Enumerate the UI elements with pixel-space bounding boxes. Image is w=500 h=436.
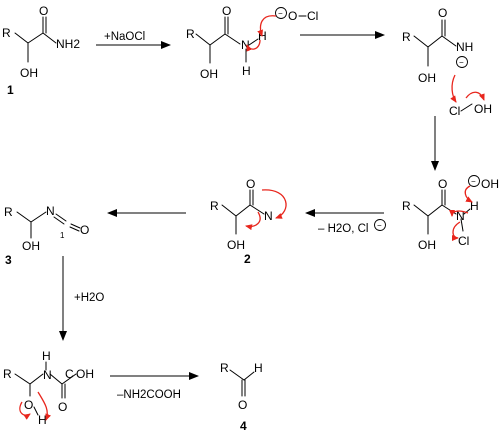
reagent-water: +H2O xyxy=(74,292,104,304)
atom-NH: NH xyxy=(456,40,473,54)
compound-1: R O NH2 OH 1 xyxy=(2,4,80,97)
locant-1: 1 xyxy=(60,231,65,240)
compound-label-3: 3 xyxy=(5,253,12,267)
atom-OH: OH xyxy=(22,239,40,253)
electron-arrow xyxy=(451,221,461,241)
negative-charge-icon xyxy=(456,56,468,68)
atom-R: R xyxy=(2,26,11,40)
negative-charge-icon xyxy=(468,175,480,187)
atom-R: R xyxy=(4,205,13,219)
atom-OH: OH xyxy=(20,66,38,80)
reagent-elimination: – H2O, Cl xyxy=(318,223,369,235)
atom-OH: OH xyxy=(418,71,436,85)
electron-arrow xyxy=(449,209,469,217)
atom-R: R xyxy=(402,30,411,44)
atom-OH: OH xyxy=(200,67,218,81)
atom-O: O xyxy=(222,4,231,18)
atom-Cl: Cl xyxy=(449,104,460,118)
atom-R: R xyxy=(220,361,229,375)
intermediate-hypochlorite-attack: R O N H H OH − O Cl xyxy=(186,4,318,81)
electron-arrow xyxy=(257,15,277,37)
intermediate-carbamic-acid: R H N C OH O O H xyxy=(3,349,94,427)
atom-O: O xyxy=(438,177,447,191)
negative-charge-icon xyxy=(275,7,287,19)
electron-arrow xyxy=(246,39,261,52)
atom-OH: OH xyxy=(418,238,436,252)
atom-O: O xyxy=(246,177,255,191)
atom-NH2: NH2 xyxy=(56,37,80,51)
charge-minus: − xyxy=(377,221,382,230)
negative-charge-icon xyxy=(374,219,386,231)
atom-O: O xyxy=(238,398,247,412)
atom-O: O xyxy=(80,223,89,237)
atom-R: R xyxy=(186,27,195,41)
electron-arrow xyxy=(450,74,457,103)
atom-Cl: Cl xyxy=(307,9,318,23)
atom-R: R xyxy=(210,199,219,213)
electron-arrow xyxy=(464,185,473,203)
compound-label-2: 2 xyxy=(244,252,251,266)
atom-H: H xyxy=(38,413,47,427)
atom-R: R xyxy=(402,199,411,213)
atom-O: O xyxy=(288,9,297,23)
charge-minus: − xyxy=(278,9,283,18)
compound-3-isocyanate: R N 1 O OH 3 xyxy=(4,204,89,267)
intermediate-n-chloroamide: R O N H Cl OH − OH xyxy=(402,175,499,252)
atom-Cl: Cl xyxy=(458,234,469,248)
compound-label-1: 1 xyxy=(7,83,14,97)
electron-arrow xyxy=(19,401,31,420)
charge-minus: − xyxy=(471,177,476,186)
atom-OH: OH xyxy=(481,177,499,191)
atom-R: R xyxy=(3,367,12,381)
atom-N: N xyxy=(43,368,52,382)
atom-H: H xyxy=(470,199,479,213)
charge-minus: − xyxy=(459,58,464,67)
reagent-naocl: +NaOCl xyxy=(104,31,145,43)
electron-arrow xyxy=(245,211,261,231)
compound-4-aldehyde: R H O 4 xyxy=(220,361,263,433)
atom-H: H xyxy=(242,64,251,78)
compound-label-4: 4 xyxy=(240,419,247,433)
atom-H: H xyxy=(258,29,267,43)
electron-arrow xyxy=(37,391,52,421)
atom-H: H xyxy=(42,349,51,363)
atom-N: N xyxy=(241,38,250,52)
atom-H: H xyxy=(254,361,263,375)
atom-N: N xyxy=(456,209,465,223)
atom-C: C xyxy=(65,367,74,381)
compound-2-nitrene: R O N OH 2 xyxy=(210,177,287,266)
atom-O: O xyxy=(24,398,33,412)
electron-arrow xyxy=(465,91,485,101)
intermediate-n-anion: R O NH OH − Cl OH xyxy=(402,6,492,118)
atom-OH: OH xyxy=(227,238,245,252)
atom-N: N xyxy=(264,209,273,223)
atom-O: O xyxy=(39,4,48,18)
atom-O: O xyxy=(438,6,447,20)
atom-OH: OH xyxy=(474,102,492,116)
atom-N: N xyxy=(46,204,55,218)
reagent-final: –NH2COOH xyxy=(117,389,181,401)
atom-O: O xyxy=(58,400,67,414)
atom-OH: OH xyxy=(76,367,94,381)
electron-arrow xyxy=(261,189,287,219)
